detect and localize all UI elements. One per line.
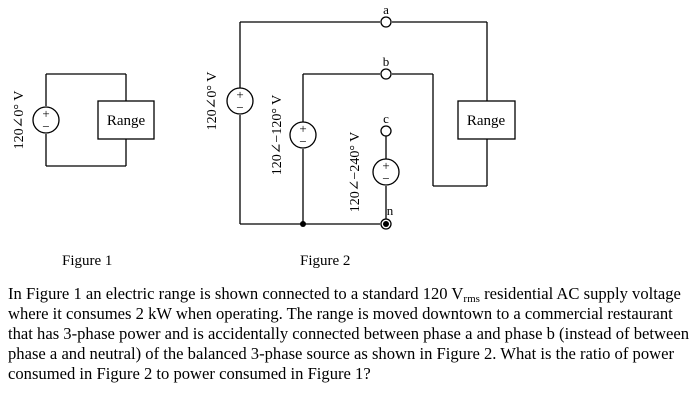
fig1-range-label: Range: [107, 113, 146, 129]
plus-sign: +: [299, 121, 306, 136]
minus-sign: −: [299, 134, 306, 149]
plus-sign: +: [42, 106, 49, 121]
question-part2: residential AC supply voltage where it c…: [8, 284, 689, 383]
minus-sign: −: [236, 100, 243, 115]
circuit-diagram: + − + − + − + − Range Range a b c n 120∠…: [12, 2, 516, 230]
node-b-label: b: [383, 54, 390, 69]
question-text: In Figure 1 an electric range is shown c…: [8, 284, 698, 384]
fig2-source-a-label: 120∠0° V: [205, 72, 220, 131]
fig1-source-label: 120∠0° V: [12, 91, 27, 150]
terminal-a: [380, 16, 392, 28]
question-part1: In Figure 1 an electric range is shown c…: [8, 284, 464, 303]
figure1-caption: Figure 1: [62, 253, 113, 269]
node-c-label: c: [383, 111, 389, 126]
minus-sign: −: [42, 119, 49, 134]
figure1-circuit: [32, 73, 155, 167]
figure2-caption: Figure 2: [300, 253, 351, 269]
plus-sign: +: [236, 87, 243, 102]
fig2-range-box: [457, 100, 516, 140]
node-a-label: a: [383, 2, 389, 17]
minus-sign: −: [382, 171, 389, 186]
fig1-source-circle: [32, 106, 60, 134]
fig2-range-label: Range: [467, 113, 506, 129]
junction-dot: [300, 221, 306, 227]
terminal-b: [380, 68, 392, 80]
fig2-source-c-circle: [372, 158, 400, 186]
fig1-range-box: [97, 100, 155, 140]
fig2-source-b-label: 120∠−120° V: [270, 95, 285, 176]
fig2-source-c-label: 120∠−240° V: [348, 132, 363, 213]
junction-dot: [383, 221, 389, 227]
fig2-source-b-circle: [289, 121, 317, 149]
node-n-label: n: [387, 203, 394, 218]
fig2-source-a-circle: [226, 87, 254, 115]
plus-sign: +: [382, 158, 389, 173]
terminal-c: [380, 125, 392, 137]
figure2-circuit: [226, 16, 516, 230]
rms-subscript: rms: [463, 293, 480, 305]
